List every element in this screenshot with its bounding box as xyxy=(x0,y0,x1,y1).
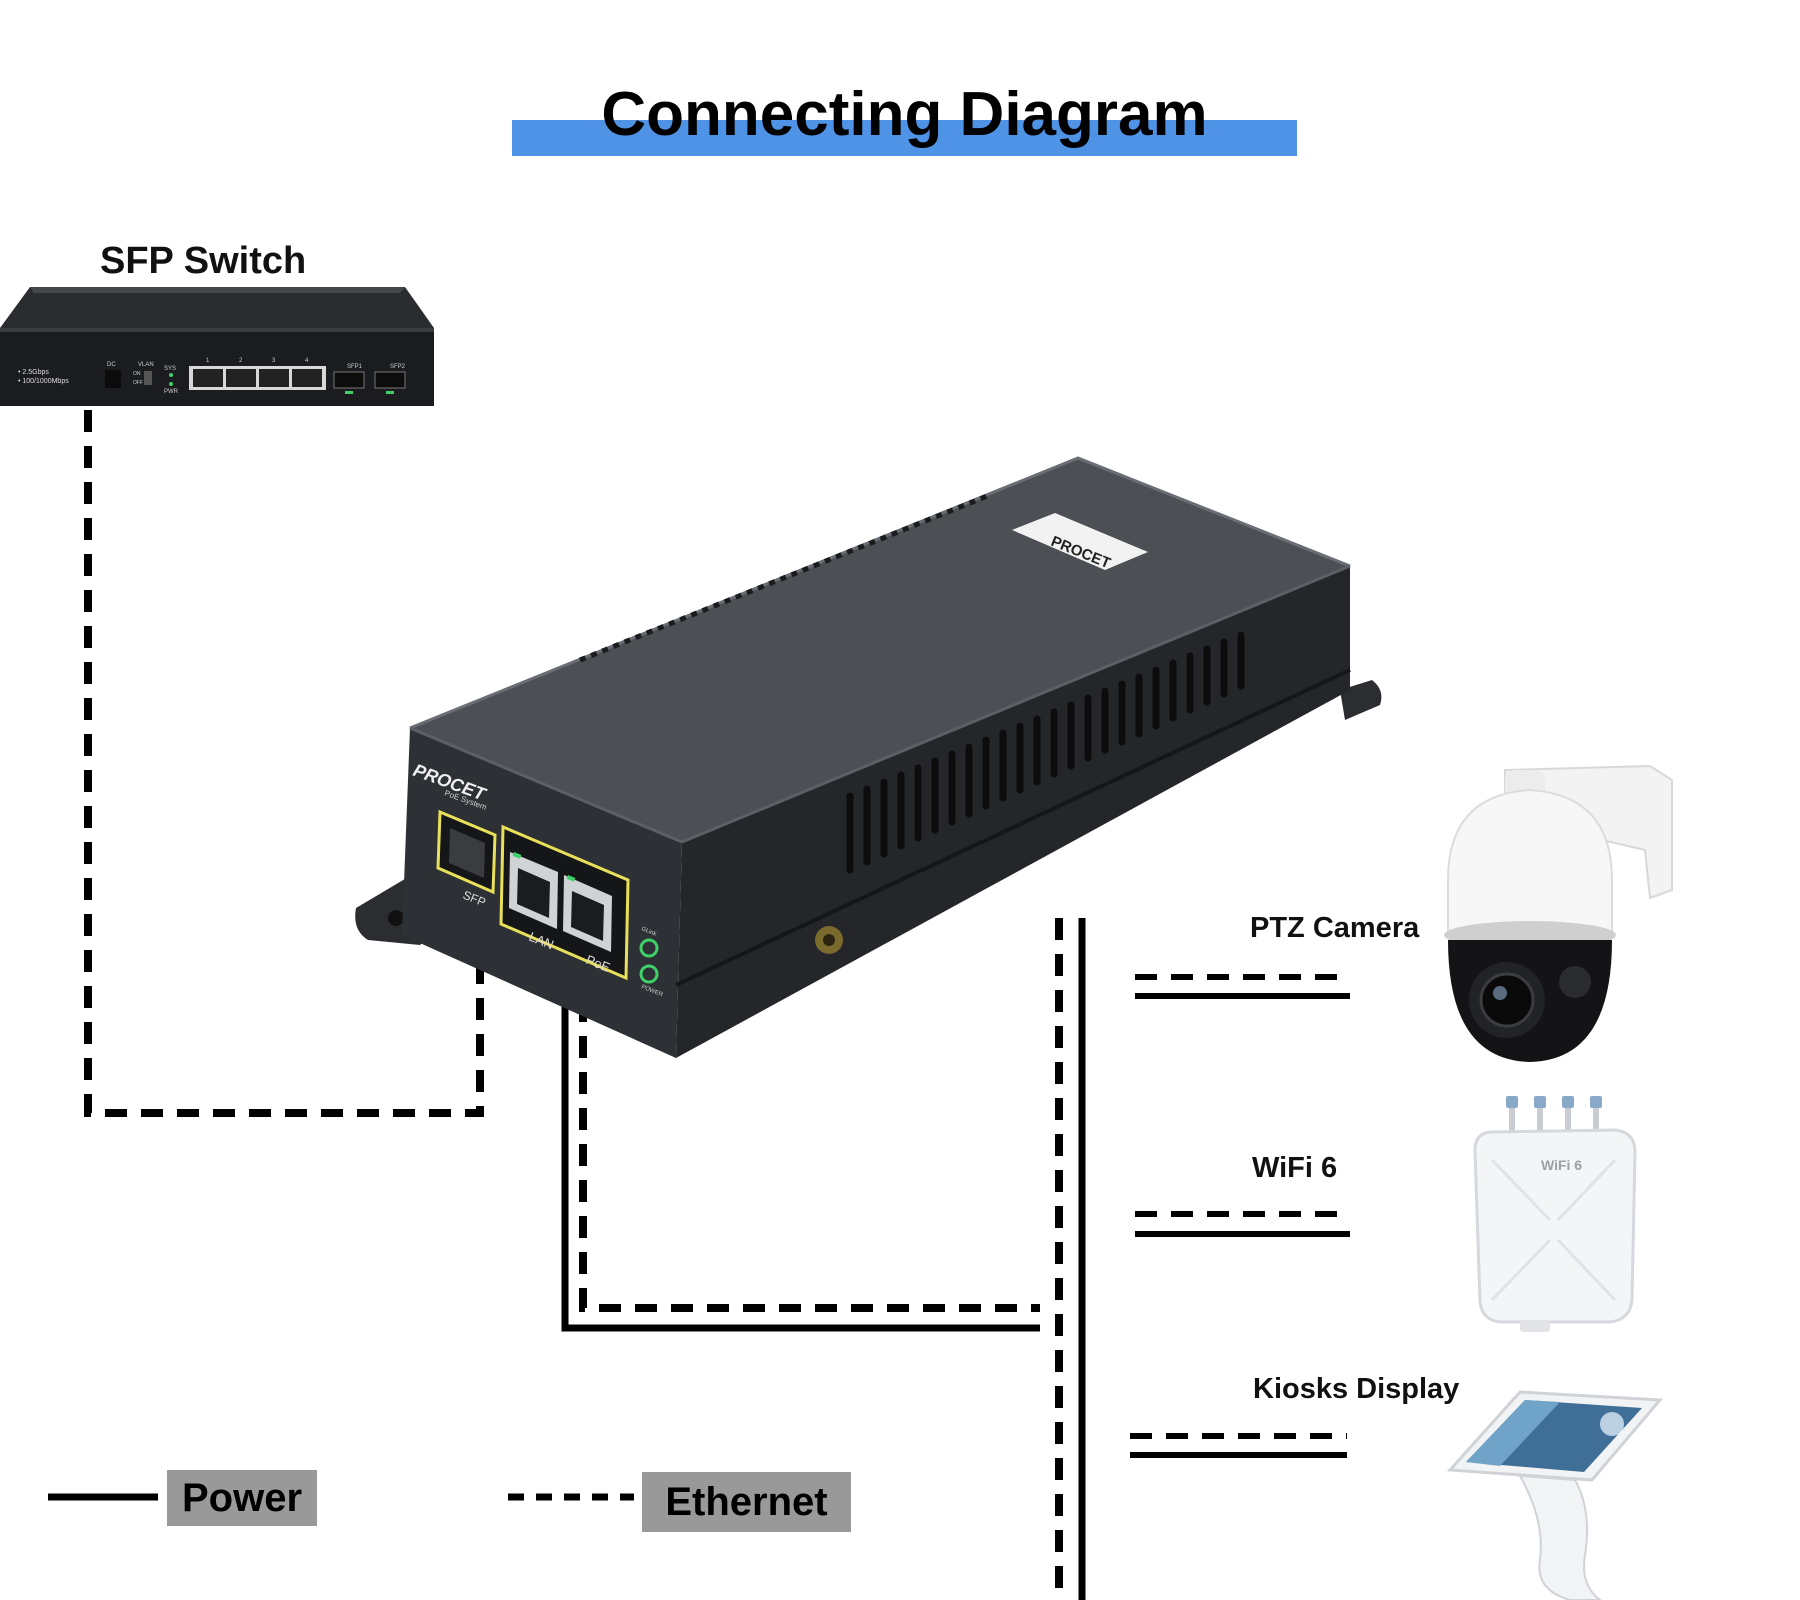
injector-top-label xyxy=(1012,513,1148,570)
switch-rj45-ports xyxy=(193,369,322,387)
switch-sys-label: SYS xyxy=(164,366,176,372)
injector-power-led xyxy=(639,964,659,984)
switch-sfp2-port xyxy=(374,371,406,389)
switch-pwr-label: PWR xyxy=(164,389,179,395)
switch-sfp1-label: SFP1 xyxy=(347,364,363,370)
page-title: Connecting Diagram xyxy=(601,80,1208,149)
switch-off-label: OFF xyxy=(133,380,143,386)
ptz-camera-icon xyxy=(1444,764,1673,1062)
switch-port-number-1: 1 xyxy=(206,358,210,364)
wifi6-badge: WiFi 6 xyxy=(1541,1157,1582,1173)
switch-dc-jack xyxy=(105,370,121,388)
injector-vent-slots xyxy=(846,631,1245,874)
wifi6-label: WiFi 6 xyxy=(1252,1152,1338,1184)
sfp-switch-device: • 2.5Gbps • 100/1000Mbps DC VLAN ON OFF … xyxy=(0,287,434,406)
ethernet-line-poe-to-bus xyxy=(579,1000,1040,1312)
injector-link-led xyxy=(639,938,659,958)
title-underline-bar xyxy=(512,120,1297,156)
legend-power-label: Power xyxy=(167,1470,317,1526)
switch-vlan-label: VLAN xyxy=(138,362,154,368)
poe-injector-device: PROCET PROCET PoE System SFP LAN PoE GLi… xyxy=(355,456,1382,1058)
switch-vlan-toggle xyxy=(144,371,152,385)
switch-sys-led xyxy=(169,373,173,377)
switch-speed-text: • 2.5Gbps xyxy=(18,369,49,376)
injector-link-led-label: GLink xyxy=(640,926,658,938)
legend-ethernet-label: Ethernet xyxy=(642,1472,851,1532)
switch-on-label: ON xyxy=(133,371,141,377)
ptz-camera-label: PTZ Camera xyxy=(1250,912,1420,944)
power-line-poe-to-bus xyxy=(561,990,1040,1332)
wifi6-ap-icon: WiFi 6 xyxy=(1473,1096,1637,1332)
switch-sfp1-port xyxy=(333,371,365,389)
wifi6-connection xyxy=(1135,1211,1350,1237)
kiosk-connection xyxy=(1130,1433,1347,1458)
kiosk-display-icon xyxy=(1446,1390,1664,1600)
switch-speed-text-2: • 100/1000Mbps xyxy=(18,378,69,385)
ptz-camera-connection xyxy=(1135,974,1350,999)
switch-pwr-led xyxy=(169,382,173,386)
kiosk-display-label: Kiosks Display xyxy=(1253,1373,1460,1405)
sfp-switch-label: SFP Switch xyxy=(100,240,307,282)
switch-sfp2-label: SFP2 xyxy=(390,364,406,370)
switch-port-number-4: 4 xyxy=(305,358,309,364)
switch-port-number-3: 3 xyxy=(272,358,276,364)
switch-dc-label: DC xyxy=(107,362,116,368)
switch-port-number-2: 2 xyxy=(239,358,243,364)
